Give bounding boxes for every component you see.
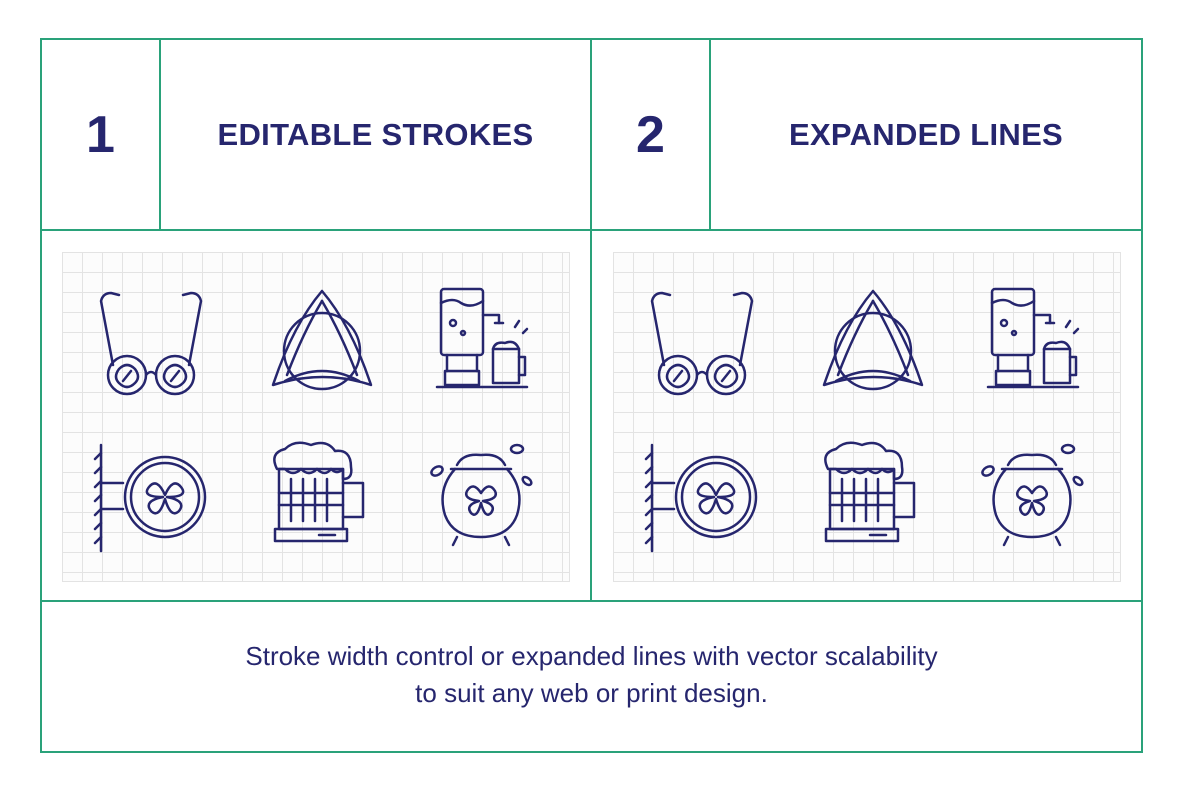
caption-line-2: to suit any web or print design. <box>415 678 768 708</box>
shamrock-glasses-icon <box>93 287 209 401</box>
expanded-lines-panel <box>613 252 1121 582</box>
divider-h2 <box>40 600 1143 602</box>
divider-v2 <box>709 38 711 230</box>
beer-mug-icon <box>269 439 373 547</box>
shamrock-glasses-icon <box>644 287 760 401</box>
section-2-heading: EXPANDED LINES <box>788 116 1064 152</box>
caption-line-1: Stroke width control or expanded lines w… <box>245 641 938 671</box>
section-1-number: 1 <box>86 105 115 164</box>
divider-v1 <box>159 38 161 230</box>
pot-of-gold-icon <box>427 441 535 549</box>
divider-v-center <box>590 38 592 601</box>
celtic-knot-icon <box>814 285 932 397</box>
pot-of-gold-icon <box>978 441 1086 549</box>
beer-tap-icon <box>986 287 1084 393</box>
caption: Stroke width control or expanded lines w… <box>42 638 1141 712</box>
shamrock-sign-icon <box>644 443 762 553</box>
beer-mug-icon <box>820 439 924 547</box>
section-2-number: 2 <box>636 105 665 164</box>
divider-h1 <box>40 229 1143 231</box>
editable-strokes-panel <box>62 252 570 582</box>
section-1-heading: EDITABLE STROKES <box>217 116 534 152</box>
shamrock-sign-icon <box>93 443 211 553</box>
celtic-knot-icon <box>263 285 381 397</box>
beer-tap-icon <box>435 287 533 393</box>
